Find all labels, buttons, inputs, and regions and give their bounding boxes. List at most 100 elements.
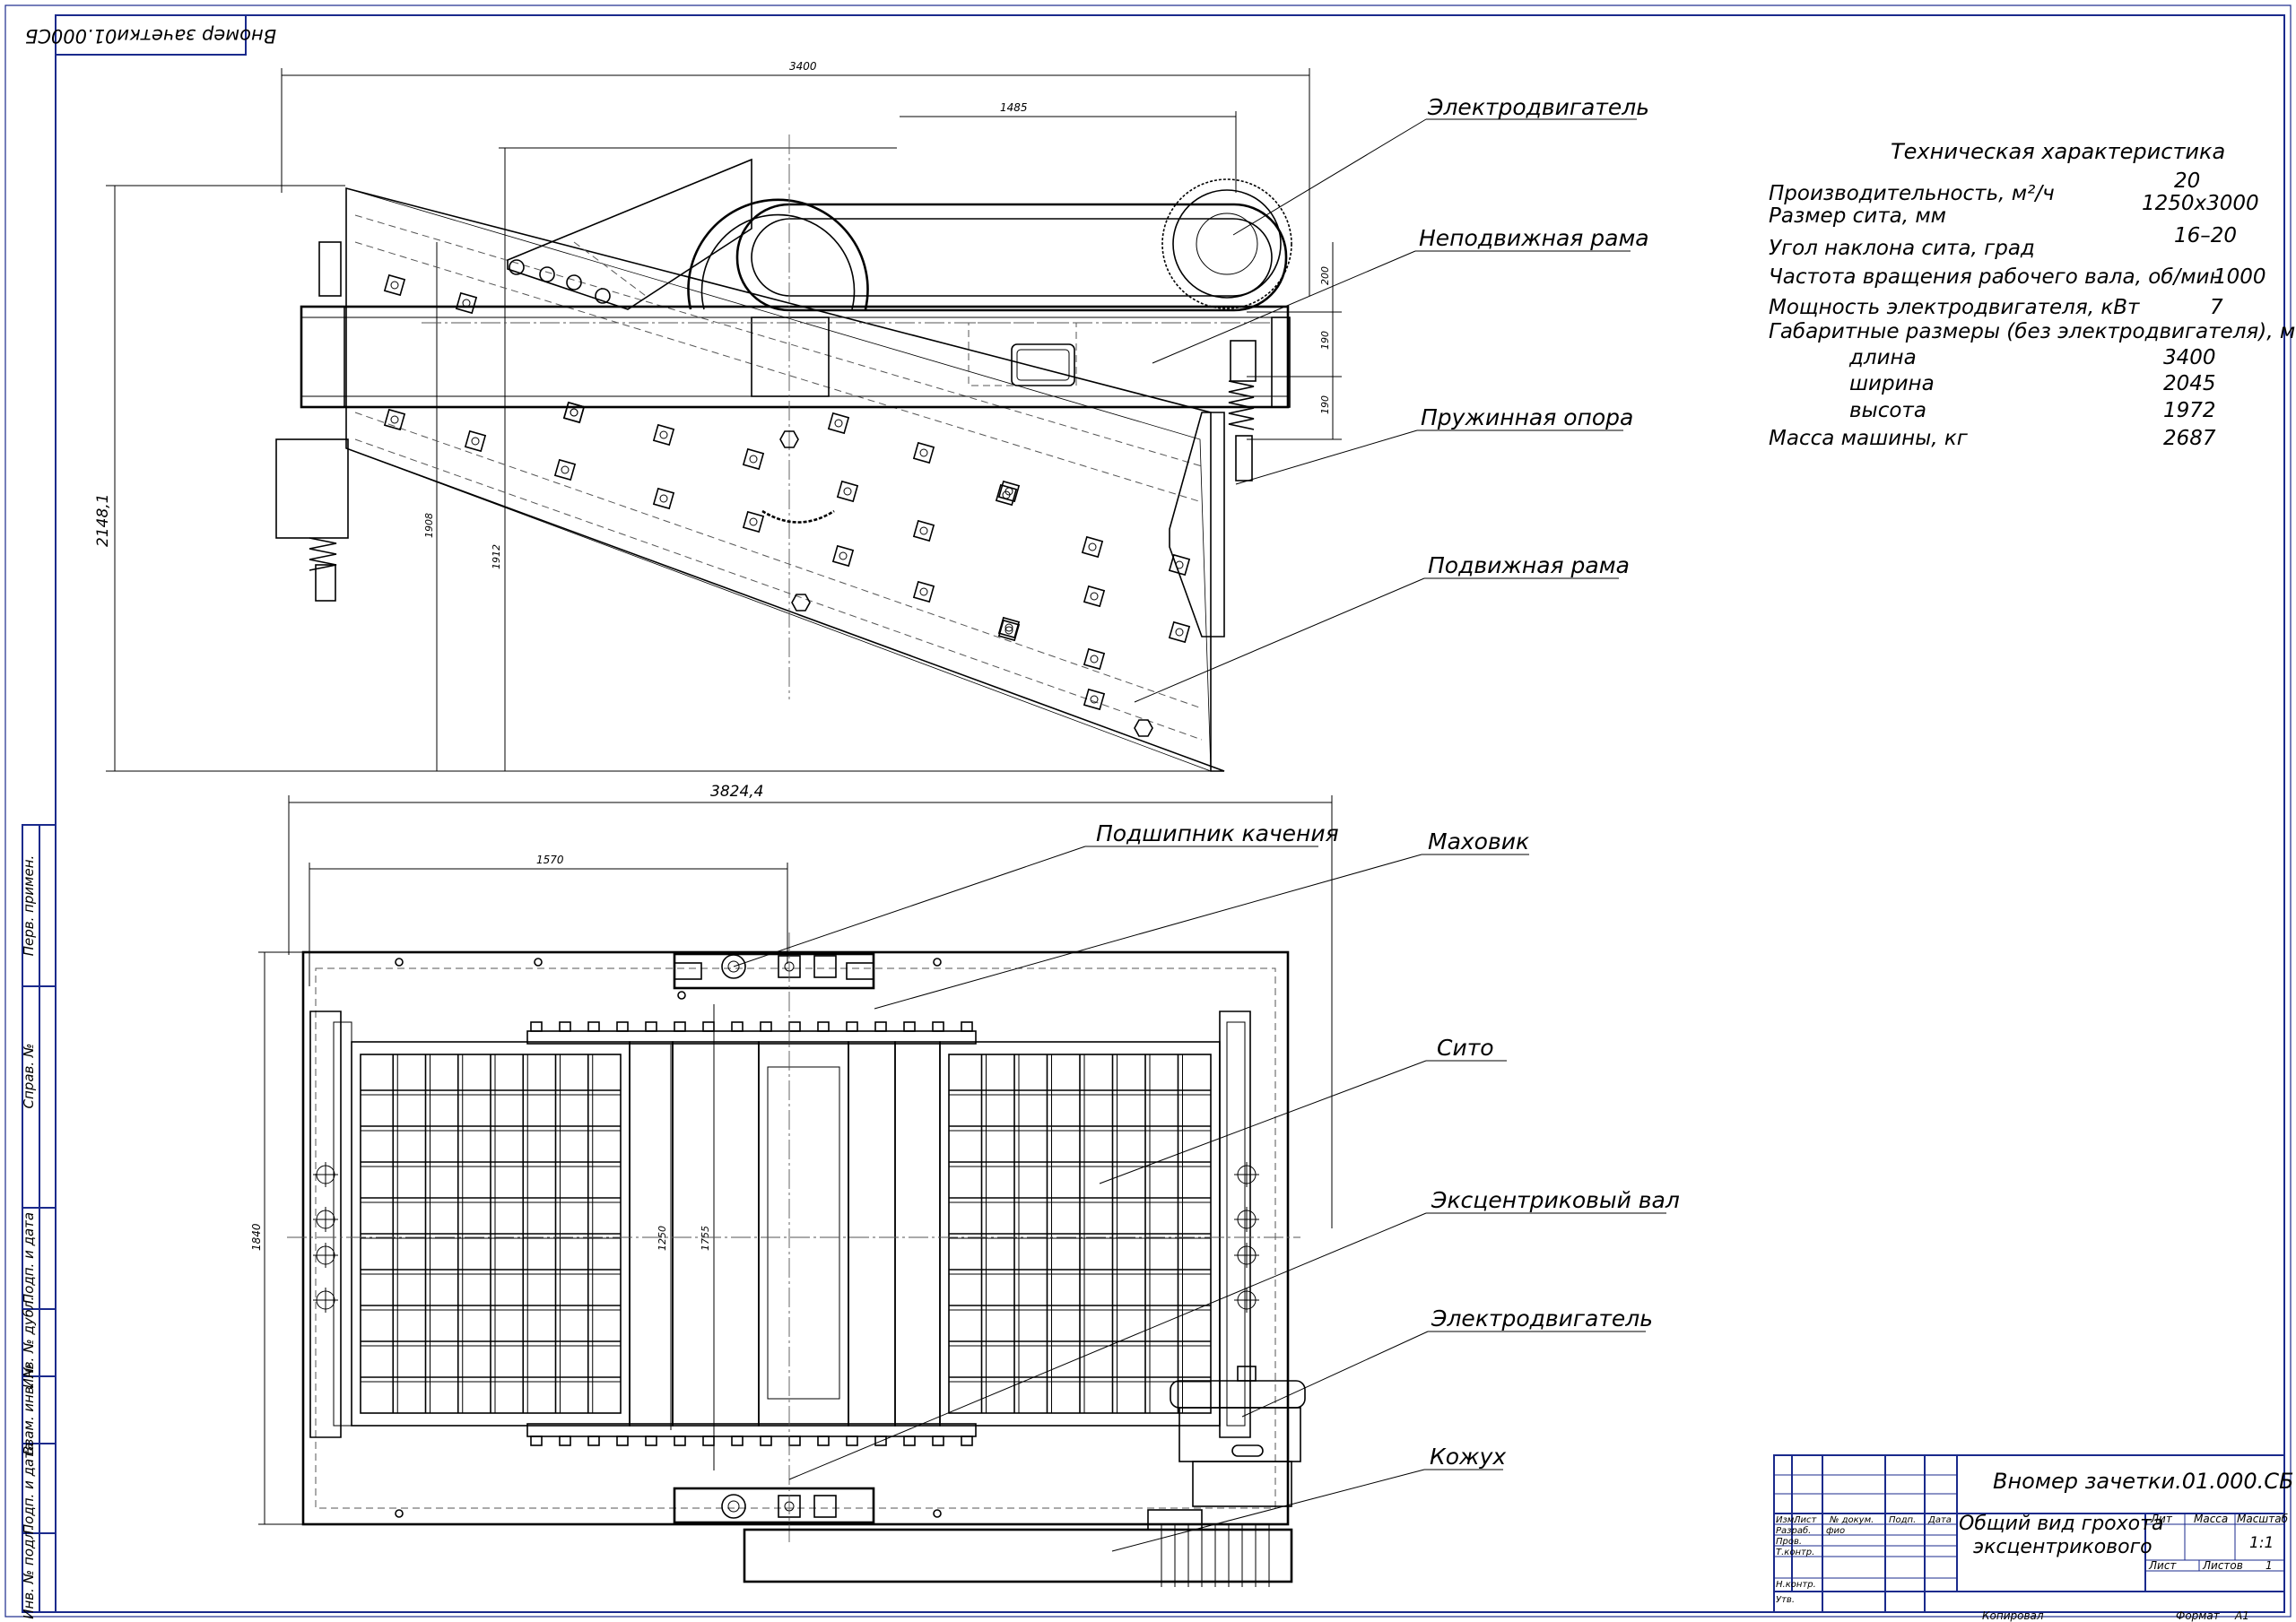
format-value: A1 [2234, 1609, 2249, 1622]
bolt-icon [1083, 585, 1106, 608]
sheet-frame [4, 4, 2292, 1618]
callout-spring-support: Пружинная опора [1421, 404, 1633, 430]
dim-1755: 1755 [700, 1226, 711, 1251]
tech-row-label: Угол наклона сита, град [1769, 237, 2035, 260]
hex-nut-icon [791, 594, 811, 612]
bolt-head-icon [731, 1021, 744, 1032]
bolt-icon [995, 483, 1018, 507]
title-block: Вномер зачетки.01.000.СБ Общий вид грохо… [1773, 1454, 2294, 1622]
bolt-icon [742, 447, 765, 471]
hex-nut-icon [779, 430, 799, 448]
bolt-head-icon [961, 1021, 973, 1032]
bolt-icon [827, 412, 850, 435]
dim-2148: 2148,1 [94, 494, 112, 547]
nut-icon [566, 274, 582, 291]
tech-row-label: ширина [1849, 372, 1935, 395]
bolt-icon [553, 458, 577, 481]
dim-1485: 1485 [1000, 101, 1028, 114]
role-tkontr: Т.контр. [1776, 1548, 1814, 1557]
bolt-icon [383, 408, 406, 431]
role-prov: Пров. [1776, 1537, 1802, 1547]
bolt-icon [1168, 553, 1191, 577]
bolt-head-icon [961, 1436, 973, 1446]
bolt-head-icon [559, 1021, 571, 1032]
nut-icon [595, 288, 611, 304]
title-sheet: Лист [2148, 1559, 2177, 1572]
rivet-icon [534, 958, 543, 967]
dim-1570: 1570 [536, 854, 564, 866]
callout-eccentric-shaft: Эксцентриковый вал [1431, 1187, 1680, 1213]
bolt-head-icon [587, 1021, 600, 1032]
bolt-head-icon [932, 1436, 944, 1446]
bolt-head-icon [674, 1436, 686, 1446]
dim-1250: 1250 [657, 1226, 668, 1251]
bolt-rows [395, 958, 973, 1518]
hdr-izm: Изм. [1776, 1515, 1797, 1525]
rivet-icon [933, 1509, 942, 1518]
tech-row-value: 16–20 [2174, 224, 2237, 247]
callout-sieve: Сито [1437, 1035, 1494, 1061]
bolt-head-icon [903, 1436, 916, 1446]
callout-bearing: Подшипник качения [1096, 820, 1339, 846]
bolt-icon [742, 510, 765, 533]
callout-motor-top: Электродвигатель [1427, 94, 1649, 120]
dim-1840: 1840 [250, 1223, 263, 1251]
bolt-icon [912, 519, 935, 542]
callout-motor-bottom: Электродвигатель [1431, 1305, 1653, 1331]
hdr-list: Лист [1793, 1515, 1818, 1525]
side-col-1: Перв. примен. [21, 855, 37, 957]
bolt-head-icon [760, 1021, 772, 1032]
title-scale: Масштаб [2237, 1513, 2289, 1525]
rivet-icon [933, 958, 942, 967]
bolt-icon [997, 480, 1021, 503]
tech-row-label: длина [1848, 346, 1917, 369]
title-name-line1: Общий вид грохота [1959, 1513, 2163, 1535]
bolt-head-icon [587, 1436, 600, 1446]
bolt-head-icon [874, 1021, 887, 1032]
bolt-head-icon [530, 1021, 543, 1032]
format-label: Формат [2176, 1609, 2221, 1622]
bolt-head-icon [846, 1436, 858, 1446]
bolt-icon [997, 616, 1021, 639]
bolt-icon [1168, 620, 1191, 644]
bolt-icon [912, 580, 935, 603]
bolt-head-icon [731, 1436, 744, 1446]
sieve-left [361, 1054, 621, 1413]
sieve-right [949, 1054, 1211, 1413]
rivet-icon [395, 958, 404, 967]
bolt-head-icon [788, 1021, 801, 1032]
spring-support-left-icon [275, 241, 349, 602]
role-razrab: Разраб. [1776, 1525, 1811, 1536]
tech-spec: Техническая характеристика Производитель… [1769, 139, 2296, 450]
tech-row-value: 1972 [2163, 399, 2216, 422]
bolt-head-icon [645, 1021, 657, 1032]
nut-icon [539, 266, 555, 282]
motor-bottom-icon [1170, 1366, 1306, 1507]
tech-row-value: 7 [2210, 296, 2223, 319]
spring-support-icon [1228, 317, 1291, 481]
bolt-icon [997, 619, 1021, 642]
bolt-head-icon [903, 1021, 916, 1032]
side-col-5: Взам. инв. № [21, 1364, 37, 1455]
bolt-icon [562, 401, 586, 424]
tech-row-label: Частота вращения рабочего вала, об/мин [1769, 265, 2223, 289]
title-mass: Масса [2194, 1513, 2228, 1525]
role-nkontr: Н.контр. [1776, 1580, 1816, 1590]
side-col-7: Инв. № подл. [21, 1526, 37, 1618]
copied-label: Копировал [1982, 1609, 2044, 1622]
bolt-icon [455, 291, 478, 315]
bolt-icon [464, 429, 487, 453]
tech-row-value: 2687 [2163, 427, 2216, 450]
bolt-head-icon [616, 1436, 629, 1446]
bolt-head-icon [674, 1021, 686, 1032]
tech-row-label: Габаритные размеры (без электродвигателя… [1769, 320, 2296, 343]
callout-housing: Кожух [1430, 1444, 1506, 1470]
title-name-line2: эксцентрикового [1973, 1536, 2152, 1558]
dim-1912: 1912 [491, 544, 502, 569]
flywheel-icon [687, 198, 869, 310]
dim-3400: 3400 [789, 60, 817, 73]
bolt-icon [1083, 688, 1106, 711]
tech-row-value: 20 [2174, 169, 2200, 193]
bolt-head-icon [788, 1436, 801, 1446]
